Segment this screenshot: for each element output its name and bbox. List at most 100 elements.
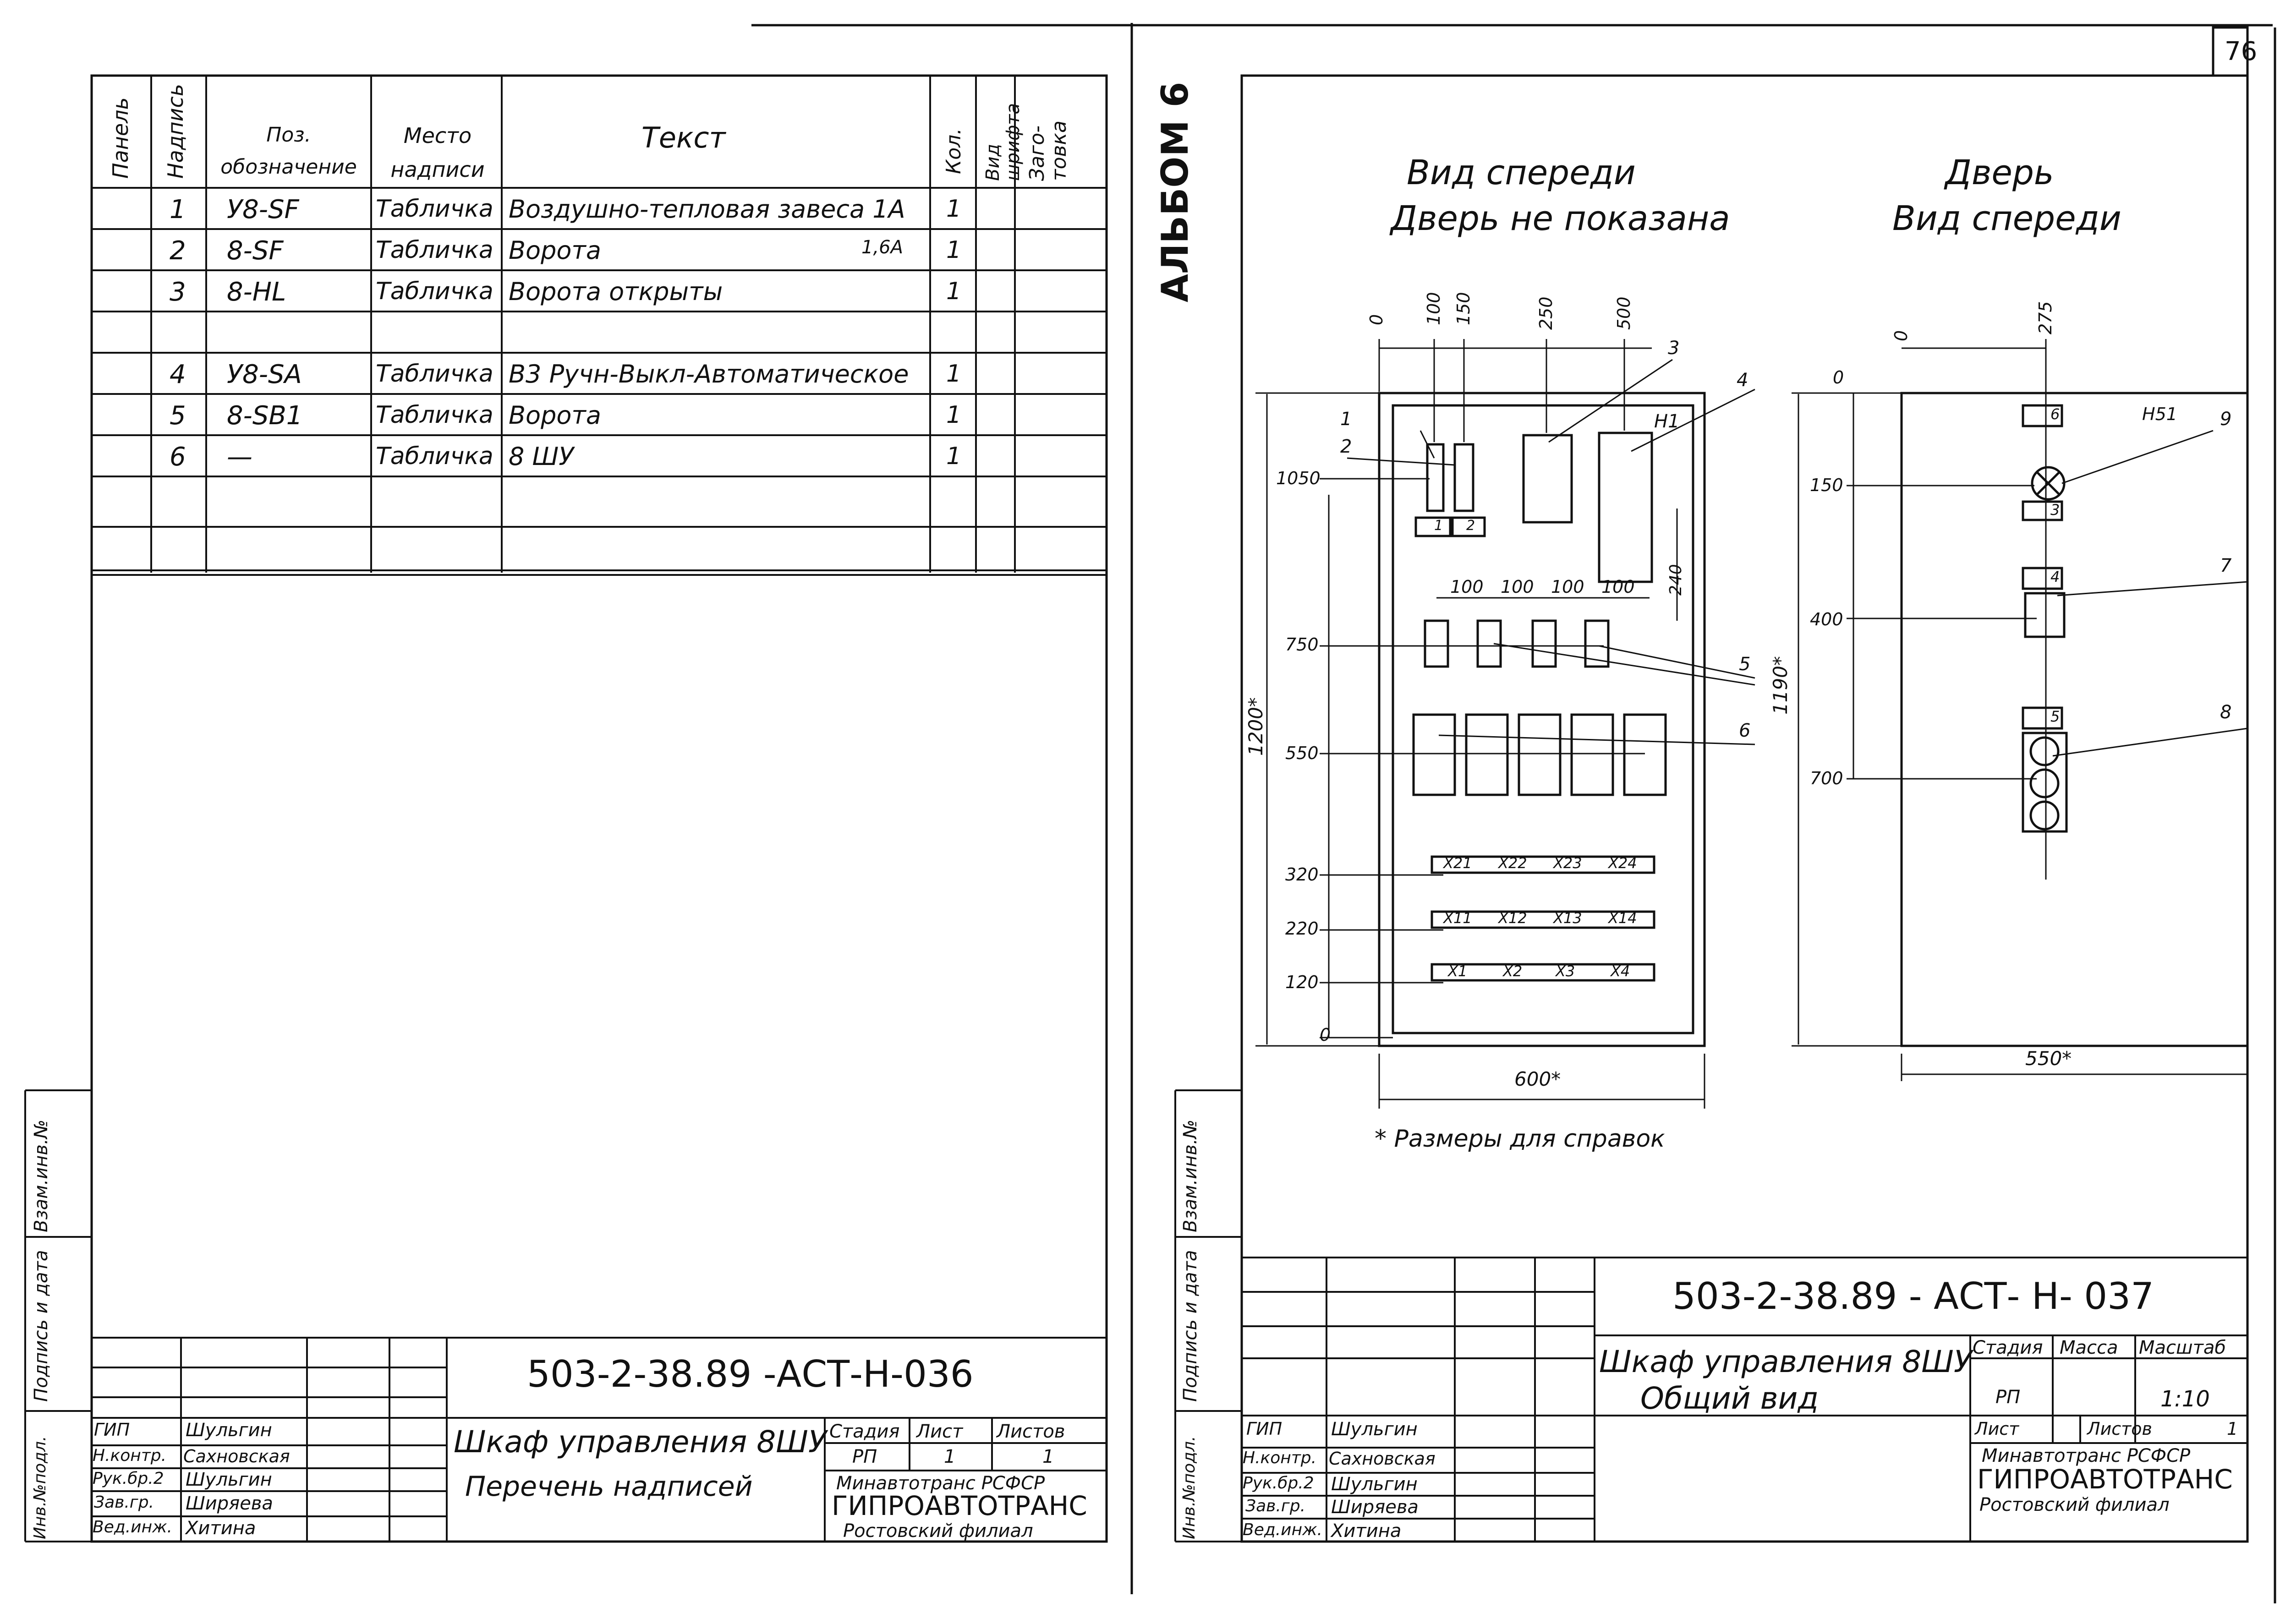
callout-5: 5 [1739,654,1751,675]
callout-3: 3 [1668,338,1680,359]
dim-120: 120 [1285,972,1319,992]
right-title-1: Шкаф управления 8ШУ [1599,1344,1973,1379]
row-number: 1 [170,195,186,224]
row-text: В3 Ручн-Выкл-Автоматическое [509,360,909,388]
terminal-x24: X24 [1608,854,1637,872]
left-title-block [92,1337,1107,1542]
right-mass-header: Масса [2060,1337,2118,1358]
row-text: Воздушно-тепловая завеса 1А [509,195,905,224]
front-dimension-lines [1255,339,1755,1109]
r-stamp-2: Подпись и дата [1180,1250,1201,1402]
l-role-4: Зав.гр. [94,1493,154,1512]
dim-750: 750 [1285,634,1319,655]
row-text: Ворота открыты [509,277,723,306]
terminal-x3: X3 [1556,962,1575,980]
row-qty: 1 [946,195,962,223]
r-role-3: Рук.бр.2 [1243,1474,1314,1493]
l-role-5: Вед.инж. [93,1518,172,1537]
row-qty: 1 [946,236,962,264]
terminal-x11: X11 [1443,909,1472,927]
right-scale-header: Масштаб [2139,1337,2226,1358]
right-org-2: ГИПРОАВТОТРАНС [1977,1464,2233,1495]
spacing-3: 100 [1551,577,1584,597]
l-name-4: Ширяева [186,1493,273,1514]
right-scale: 1:10 [2160,1386,2210,1412]
right-sheets-label: Листов [2087,1419,2152,1439]
reference-note: * Размеры для справок [1375,1125,1665,1153]
header-blank: Заго-товка [1025,120,1071,181]
dim-1050: 1050 [1276,468,1321,488]
right-sheets: 1 [2227,1419,2238,1439]
door-box-6: 6 [2050,405,2060,423]
callout-7: 7 [2220,555,2232,576]
terminal-x23: X23 [1553,854,1582,872]
dim-top-150: 150 [1453,292,1474,325]
label-h51: Н51 [2142,404,2177,424]
dim-1200: 1200* [1244,697,1267,756]
door-dim-550: 550* [2025,1047,2072,1070]
r-role-2: Н.контр. [1243,1449,1317,1467]
spacing-4: 100 [1601,577,1635,597]
callout-6: 6 [1739,720,1751,741]
door-view-caption-1: Дверь [1945,153,2054,192]
left-stage: РП [852,1446,877,1467]
r-name-4: Ширяева [1331,1497,1419,1518]
row-text: Ворота [509,401,601,430]
l-name-1: Шульгин [186,1420,272,1441]
header-position: Поз. обозначение [220,123,357,179]
row-position: 8-SB1 [227,401,303,431]
l-role-1: ГИП [94,1420,130,1440]
dim-550: 550 [1285,743,1319,763]
dim-240: 240 [1666,564,1685,596]
door-dim-0: 0 [1891,330,1911,341]
l-stamp-3: Взам.инв.№ [31,1119,52,1232]
right-stage-header: Стадия [1973,1337,2043,1358]
left-doc-code: 503-2-38.89 -АСТ-Н-036 [527,1353,974,1395]
left-table-grid [92,76,1107,576]
row-position: У8-SF [227,195,299,224]
dim-top-250: 250 [1536,296,1556,330]
row-place: Табличка [376,360,493,388]
row-number: 6 [170,442,186,472]
right-title-block [1242,1257,2247,1542]
right-sheet-label: Лист [1975,1419,2019,1439]
row-extra: 1,6А [861,237,903,258]
row-place: Табличка [376,278,493,305]
row-position: 8-SF [227,236,284,266]
spacing-1: 100 [1450,577,1484,597]
door-vdim-400: 400 [1810,609,1843,629]
door-dim-275: 275 [2035,301,2055,334]
r-name-5: Хитина [1331,1520,1402,1542]
r-name-2: Сахновская [1329,1449,1436,1469]
front-view-caption-1: Вид спереди [1407,153,1636,192]
header-font: Вид шрифта [982,103,1024,181]
terminal-x4: X4 [1611,962,1630,980]
left-sheet-frame [90,74,1108,1543]
door-vdim-700: 700 [1810,768,1843,788]
callout-2: 2 [1340,436,1352,457]
header-label: Надпись [163,84,188,179]
callout-1: 1 [1340,409,1352,430]
row-number: 3 [170,277,186,307]
row-text: Ворота [509,236,601,265]
terminal-x13: X13 [1553,909,1582,927]
door-vdim-0: 0 [1833,367,1844,388]
r-stamp-1: Инв.№подл. [1180,1436,1199,1539]
row-place: Табличка [376,401,493,429]
row-position: — [227,442,252,472]
callout-9: 9 [2220,409,2232,430]
row-place: Табличка [376,195,493,223]
dim-top-0: 0 [1366,314,1387,325]
dim-top-500: 500 [1614,296,1634,330]
header-qty: Кол. [942,128,965,174]
row-number: 2 [170,236,186,266]
header-place: Место надписи [390,123,485,182]
callout-8: 8 [2220,702,2232,723]
r-name-3: Шульгин [1331,1474,1418,1495]
left-sheets-header: Листов [997,1421,1065,1442]
door-box-5: 5 [2050,708,2060,725]
door-dim-1190: 1190* [1769,656,1792,715]
right-side-stamp [1174,1089,1242,1542]
terminal-x2: X2 [1503,962,1523,980]
